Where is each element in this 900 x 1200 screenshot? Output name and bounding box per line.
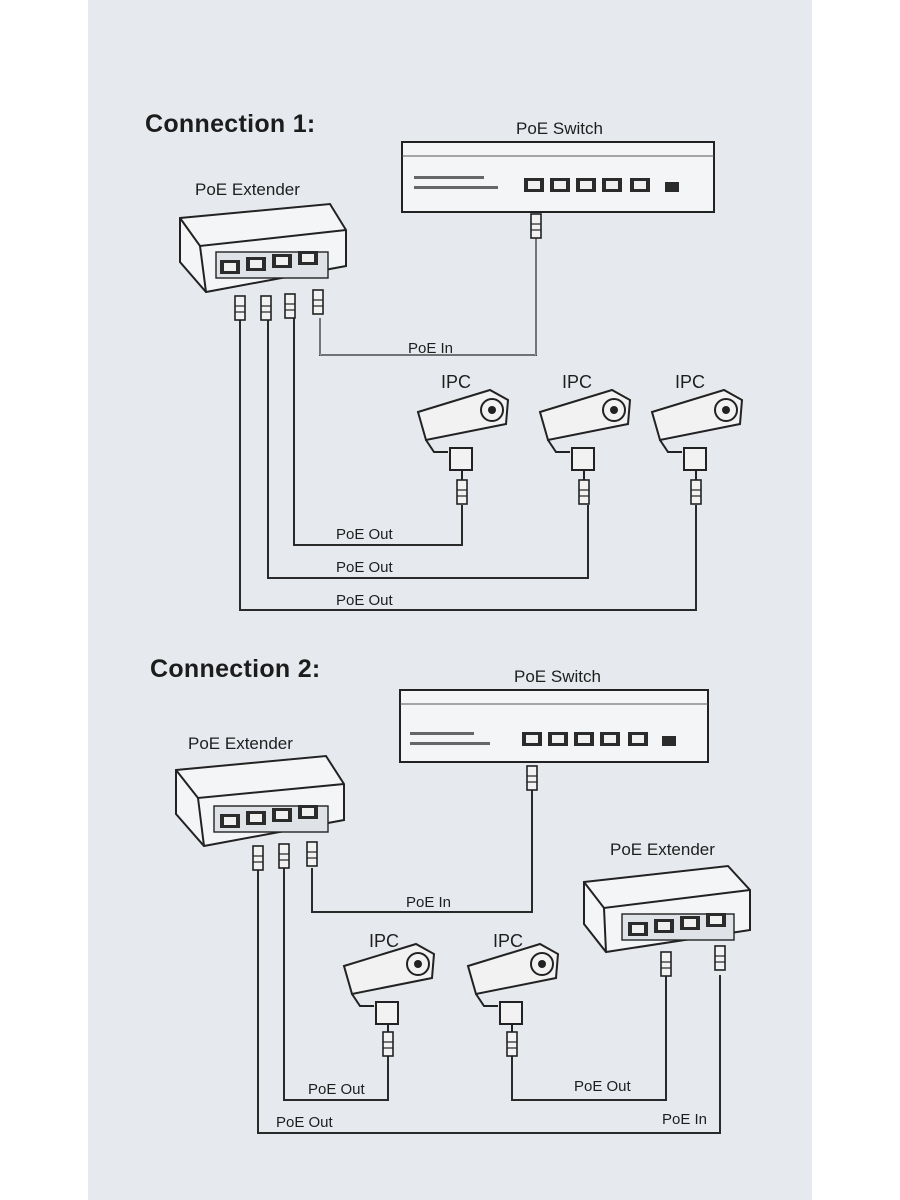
connection1-poe-in-label: PoE In bbox=[408, 340, 454, 357]
connection1-switch-label: PoE Switch bbox=[516, 119, 603, 138]
connection1-ipc-label-1: IPC bbox=[441, 372, 472, 392]
connection2-extender-label: PoE Extender bbox=[188, 734, 293, 753]
connection2-switch-label: PoE Switch bbox=[514, 667, 601, 686]
connection1-poe-out-label-2: PoE Out bbox=[336, 559, 393, 576]
connection1-heading: Connection 1: bbox=[145, 110, 316, 138]
connection2-second-extender-device bbox=[583, 864, 751, 977]
connection2-extender-device bbox=[175, 754, 345, 871]
connection2-heading: Connection 2: bbox=[150, 655, 321, 683]
connection2-wires bbox=[257, 790, 721, 1134]
connection2-poe-out-label-3: PoE Out bbox=[276, 1114, 333, 1131]
connection2-ipc-label-2: IPC bbox=[493, 931, 524, 951]
connection2-poe-in2-label: PoE In bbox=[662, 1111, 708, 1128]
connection2-second-extender-label: PoE Extender bbox=[610, 840, 715, 859]
connection2-poe-in-label: PoE In bbox=[406, 894, 452, 911]
connection1-switch-device bbox=[401, 141, 715, 239]
connection2-switch-device bbox=[399, 689, 709, 791]
connection1-cameras bbox=[417, 389, 743, 505]
connection1-wires bbox=[239, 236, 697, 611]
connection2-poe-out-label-2: PoE Out bbox=[574, 1078, 631, 1095]
connection1-extender-device bbox=[179, 202, 347, 321]
connection2-cameras bbox=[343, 943, 559, 1057]
connection1-poe-out-label-1: PoE Out bbox=[336, 526, 393, 543]
connection1-poe-out-label-3: PoE Out bbox=[336, 592, 393, 609]
connection2-ipc-label-1: IPC bbox=[369, 931, 400, 951]
connection1-extender-label: PoE Extender bbox=[195, 180, 300, 199]
connection2-poe-out-label-1: PoE Out bbox=[308, 1081, 365, 1098]
connection1-ipc-label-3: IPC bbox=[675, 372, 706, 392]
connection1-ipc-label-2: IPC bbox=[562, 372, 593, 392]
